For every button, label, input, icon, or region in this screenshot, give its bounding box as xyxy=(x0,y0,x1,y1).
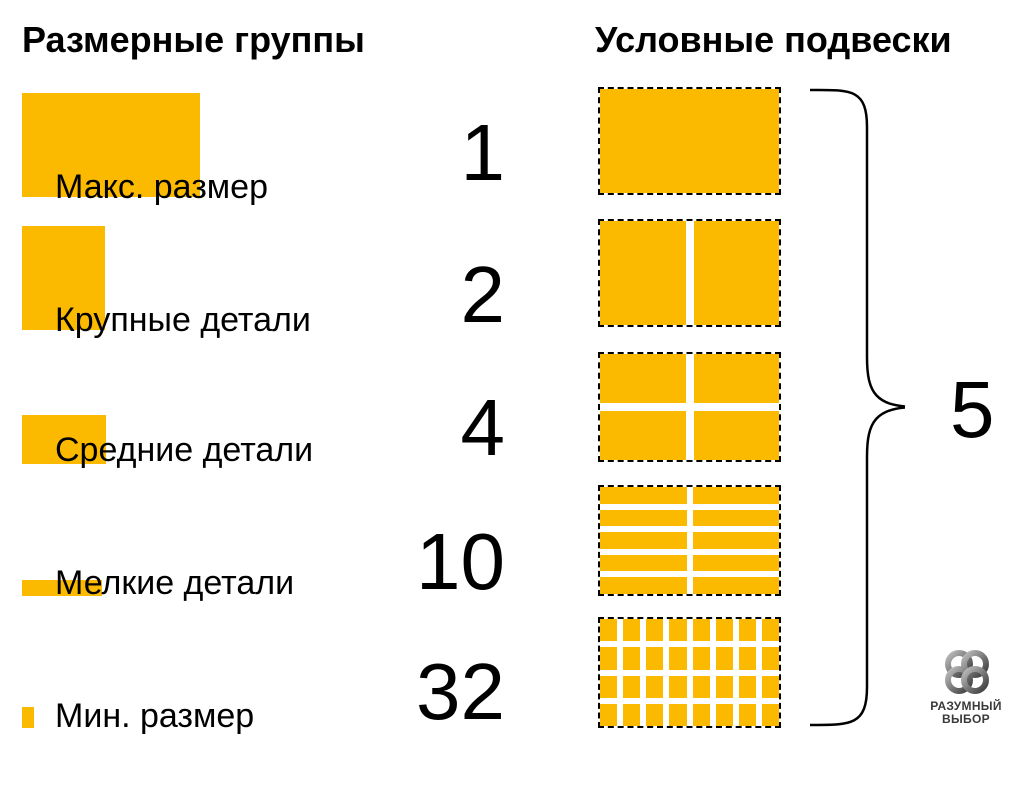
hanger-cell xyxy=(646,675,664,698)
hanger-cell xyxy=(692,577,779,594)
hanger-cell xyxy=(600,675,618,698)
hanger-cell xyxy=(600,487,687,504)
hanger-cell xyxy=(692,487,779,504)
hanger-cell xyxy=(669,647,687,670)
hanger-frame-10 xyxy=(598,485,781,596)
hanger-cell xyxy=(692,554,779,572)
hanger-cell xyxy=(715,619,733,642)
hanger-cell xyxy=(600,354,686,403)
group-label-max: Макс. размер xyxy=(55,168,268,206)
hanger-cell xyxy=(761,703,779,726)
hanger-cell xyxy=(669,675,687,698)
hanger-cell xyxy=(623,647,641,670)
right-title: Условные подвески xyxy=(595,19,952,60)
total-count: 5 xyxy=(950,365,995,454)
logo-line-1: РАЗУМНЫЙ xyxy=(930,699,1002,713)
hanger-cell xyxy=(646,647,664,670)
hanger-cell xyxy=(693,354,779,403)
hanger-cell xyxy=(693,221,779,325)
hanger-cell xyxy=(761,675,779,698)
hanger-cell xyxy=(600,509,687,527)
group-label-medium: Средние детали xyxy=(55,431,314,469)
hanger-cell xyxy=(761,647,779,670)
swatch-large-parts xyxy=(22,226,105,330)
group-label-large: Крупные детали xyxy=(55,301,311,339)
group-count-min: 32 xyxy=(416,647,505,736)
hanger-cell xyxy=(738,647,756,670)
hanger-cell xyxy=(623,675,641,698)
group-count-medium: 4 xyxy=(460,383,506,472)
hanger-cell xyxy=(738,619,756,642)
hanger-cell xyxy=(623,619,641,642)
group-count-large: 2 xyxy=(460,250,506,339)
hanger-frame-4 xyxy=(598,352,781,462)
hanger-cell xyxy=(693,411,779,460)
logo: РАЗУМНЫЙ ВЫБОР xyxy=(920,700,1012,726)
hanger-cell xyxy=(600,532,687,549)
group-count-max: 1 xyxy=(460,108,506,197)
curly-brace xyxy=(809,88,905,727)
hanger-cell xyxy=(646,703,664,726)
hanger-cell xyxy=(692,509,779,527)
left-title: Размерные группы xyxy=(22,19,365,60)
hanger-cell xyxy=(623,703,641,726)
hanger-cell xyxy=(600,647,618,670)
hanger-cell xyxy=(692,675,710,698)
group-label-min: Мин. размер xyxy=(55,697,255,735)
swatch-small-parts xyxy=(22,580,102,596)
hanger-cell xyxy=(715,647,733,670)
hanger-cell xyxy=(600,221,686,325)
hanger-cell xyxy=(600,89,779,193)
rings-logo-icon xyxy=(945,650,989,694)
hanger-cell xyxy=(600,411,686,460)
hanger-cell xyxy=(600,619,618,642)
swatch-max-size xyxy=(22,93,200,197)
hanger-cell xyxy=(692,703,710,726)
group-label-small: Мелкие детали xyxy=(55,564,295,602)
logo-line-2: ВЫБОР xyxy=(942,712,990,726)
hanger-frame-32 xyxy=(598,617,781,728)
hanger-cell xyxy=(669,619,687,642)
hanger-cell xyxy=(600,554,687,572)
hanger-cell xyxy=(738,703,756,726)
swatch-min-size xyxy=(22,707,34,728)
hanger-frame-2 xyxy=(598,219,781,327)
hanger-cell xyxy=(761,619,779,642)
hanger-cell xyxy=(692,619,710,642)
hanger-cell xyxy=(600,577,687,594)
hanger-cell xyxy=(715,675,733,698)
hanger-cell xyxy=(646,619,664,642)
hanger-cell xyxy=(692,647,710,670)
hanger-frame-1 xyxy=(598,87,781,195)
hanger-cell xyxy=(738,675,756,698)
hanger-cell xyxy=(692,532,779,549)
group-count-small: 10 xyxy=(416,517,505,606)
hanger-cell xyxy=(715,703,733,726)
hanger-cell xyxy=(600,703,618,726)
hanger-cell xyxy=(669,703,687,726)
swatch-medium-parts xyxy=(22,415,106,464)
